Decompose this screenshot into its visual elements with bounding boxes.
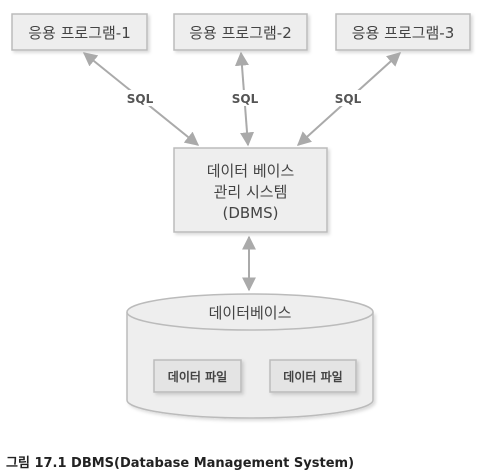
data-file-1-label: 데이터 파일 [168,369,227,384]
sql-arrow-1: SQL [82,52,200,146]
dbms-label-line-3: (DBMS) [222,204,278,222]
sql-arrow-1-label: SQL [127,92,154,106]
figure-caption: 그림 17.1 DBMS(Database Management System) [6,456,355,471]
sql-arrow-3: SQL [296,52,402,146]
app-box-1-label: 응용 프로그램-1 [28,24,131,42]
app-box-1: 응용 프로그램-1 [11,13,148,51]
sql-arrow-3-label: SQL [335,92,362,106]
data-file-2: 데이터 파일 [269,359,357,393]
data-file-1: 데이터 파일 [153,359,242,393]
sql-arrow-2-label: SQL [232,92,259,106]
app-box-3-label: 응용 프로그램-3 [352,24,455,42]
app-box-2-label: 응용 프로그램-2 [189,24,292,42]
dbms-label-line-2: 관리 시스템 [214,183,288,201]
app-box-3: 응용 프로그램-3 [335,13,471,51]
database-label: 데이터베이스 [209,304,292,322]
dbms-label-line-1: 데이터 베이스 [207,162,295,180]
data-file-2-label: 데이터 파일 [283,369,342,384]
sql-arrow-2: SQL [228,51,262,147]
dbms-box: 데이터 베이스 관리 시스템 (DBMS) [173,147,328,233]
dbms-diagram: 응용 프로그램-1 응용 프로그램-2 응용 프로그램-3 SQL SQL SQ… [11,13,471,419]
app-box-2: 응용 프로그램-2 [173,13,308,51]
database-cylinder: 데이터베이스 [126,293,374,419]
